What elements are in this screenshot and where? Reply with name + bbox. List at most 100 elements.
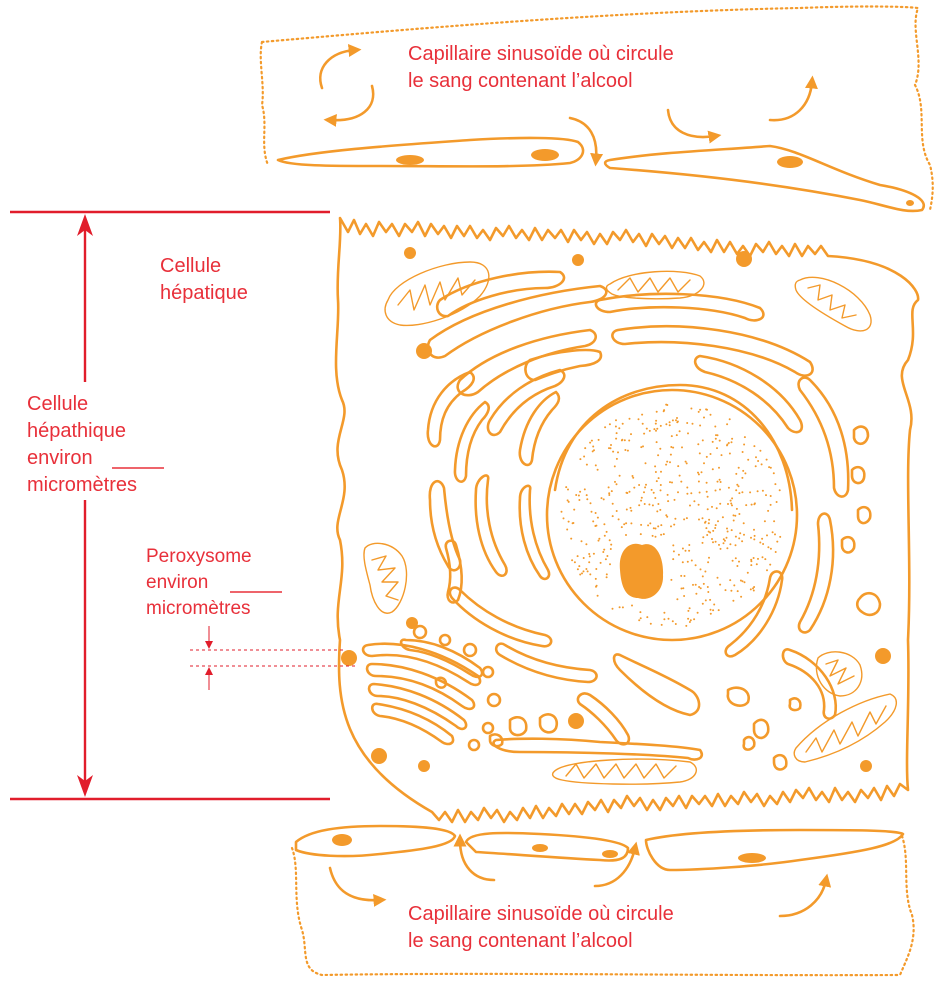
chromatin-dot [741,477,743,479]
chromatin-dot [610,444,612,446]
chromatin-dot [716,507,718,509]
chromatin-dot [685,625,687,627]
chromatin-dot [776,501,778,503]
chromatin-dot [643,433,645,435]
chromatin-dot [655,430,657,432]
chromatin-dot [630,522,632,524]
chromatin-dot [677,491,679,493]
chromatin-dot [645,462,647,464]
cell-title-line1: Cellule [160,255,221,277]
chromatin-dot [686,462,688,464]
chromatin-dot [729,543,731,545]
chromatin-dot [655,471,657,473]
chromatin-dot [707,496,709,498]
chromatin-dot [638,484,640,486]
chromatin-dot [616,458,618,460]
chromatin-dot [574,561,576,563]
chromatin-dot [642,423,644,425]
chromatin-dot [589,442,591,444]
chromatin-dot [702,575,704,577]
chromatin-dot [695,584,697,586]
chromatin-dot [712,541,714,543]
mitochondrion-6 [794,694,896,762]
chromatin-dot [749,491,751,493]
chromatin-dot [640,524,642,526]
chromatin-dot [671,482,673,484]
chromatin-dot [738,537,740,539]
chromatin-dot [595,464,597,466]
chromatin-dot [597,595,599,597]
chromatin-dot [665,514,667,516]
chromatin-dot [754,535,756,537]
capillary-bottom-label-line1: Capillaire sinusoïde où circule [408,903,674,925]
chromatin-dot [686,517,688,519]
chromatin-dot [756,563,758,565]
chromatin-dot [655,536,657,538]
chromatin-dot [687,610,689,612]
chromatin-dot [612,503,614,505]
chromatin-dot [572,522,574,524]
chromatin-dot [707,508,709,510]
chromatin-dot [730,503,732,505]
chromatin-dot [568,521,570,523]
chromatin-dot [726,537,728,539]
chromatin-dot [669,461,671,463]
chromatin-dot [693,618,695,620]
chromatin-dot [709,599,711,601]
chromatin-dot [779,489,781,491]
chromatin-dot [586,498,588,500]
chromatin-dot [674,499,676,501]
chromatin-dot [598,540,600,542]
chromatin-dot [774,483,776,485]
chromatin-dot [709,532,711,534]
chromatin-dot [579,458,581,460]
chromatin-dot [776,541,778,543]
chromatin-dot [673,524,675,526]
chromatin-dot [657,525,659,527]
chromatin-dot [726,528,728,530]
chromatin-dot [742,451,744,453]
chromatin-dot [690,619,692,621]
chromatin-dot [695,593,697,595]
chromatin-dot [649,430,651,432]
chromatin-dot [630,433,632,435]
chromatin-dot [735,557,737,559]
chromatin-dot [642,445,644,447]
chromatin-dot [719,440,721,442]
flow-arrow-top-5 [770,82,812,120]
chromatin-dot [684,575,686,577]
chromatin-dot [579,574,581,576]
chromatin-dot [668,618,670,620]
chromatin-dot [741,540,743,542]
chromatin-dot [581,572,583,574]
chromatin-dot [604,426,606,428]
chromatin-dot [705,527,707,529]
chromatin-dot [606,576,608,578]
chromatin-dot [672,558,674,560]
chromatin-dot [682,561,684,563]
capillary-bottom-label-line2: le sang contenant l’alcool [408,930,633,952]
hepatocyte [336,218,918,822]
chromatin-dot [581,540,583,542]
chromatin-dot [658,477,660,479]
chromatin-dot [682,548,684,550]
chromatin-dot [663,612,665,614]
chromatin-dot [666,404,668,406]
top-cell-2-nucleus-b [906,200,914,206]
chromatin-dot [665,464,667,466]
chromatin-dot [710,613,712,615]
chromatin-dot [720,548,722,550]
chromatin-dot [710,414,712,416]
chromatin-dot [702,542,704,544]
chromatin-dot [697,443,699,445]
chromatin-dot [707,591,709,593]
chromatin-dot [598,439,600,441]
chromatin-dot [687,561,689,563]
chromatin-dot [766,569,768,571]
capillary-top-label-line1: Capillaire sinusoïde où circule [408,43,674,65]
measured-peroxisome [341,650,357,666]
chromatin-dot [753,557,755,559]
chromatin-dot [638,418,640,420]
chromatin-dot [718,467,720,469]
